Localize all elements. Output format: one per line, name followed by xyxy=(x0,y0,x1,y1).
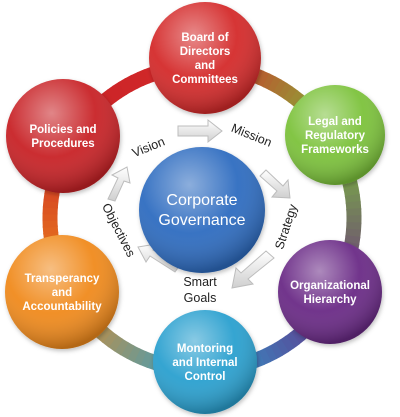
node-gloss xyxy=(149,2,261,114)
node-gloss xyxy=(278,240,382,344)
label-mission: Mission xyxy=(229,121,274,150)
center-label-line-2: Governance xyxy=(158,212,245,229)
node-gloss xyxy=(6,79,120,193)
node-label-line: Organizational xyxy=(290,280,370,292)
center-node: Corporate Governance xyxy=(139,147,265,273)
label-smart-goals-line-2: Goals xyxy=(184,291,217,305)
node-gloss xyxy=(285,85,385,185)
node-label-line: Transperancy xyxy=(25,273,100,285)
label-vision: Vision xyxy=(130,134,167,160)
inner-cycle-arrows xyxy=(107,118,291,289)
node-label-line: Committees xyxy=(172,74,238,86)
label-objectives: Objectives xyxy=(99,201,138,259)
node-label-line: Policies and xyxy=(29,124,96,136)
arrow-objectives-to-vision xyxy=(107,166,131,202)
arrow-strategy-to-goals xyxy=(231,250,275,289)
label-strategy: Strategy xyxy=(272,202,300,251)
node-label-line: Legal and xyxy=(308,116,362,128)
center-label-line-1: Corporate xyxy=(166,192,237,209)
arrow-vision-to-mission xyxy=(177,118,223,144)
node-label-line: Procedures xyxy=(31,138,94,150)
node-label-line: and xyxy=(195,60,215,72)
node-label-line: Frameworks xyxy=(301,144,369,156)
node-label-line: Regulatory xyxy=(305,130,366,142)
node-gloss xyxy=(5,235,119,349)
node-label-line: Control xyxy=(185,371,226,383)
node-label-line: Directors xyxy=(180,46,231,58)
center-gloss xyxy=(139,147,265,273)
node-label-line: Hierarchy xyxy=(303,294,357,306)
node-label-line: Board of xyxy=(181,32,228,44)
node-label-line: and xyxy=(52,287,72,299)
arrow-mission-to-strategy xyxy=(259,169,291,199)
node-label-line: and Internal xyxy=(172,357,237,369)
node-label-line: Montoring xyxy=(177,343,233,355)
node-gloss xyxy=(153,310,257,414)
node-label-line: Accountability xyxy=(22,301,102,313)
label-smart-goals-line-1: Smart xyxy=(183,275,217,289)
